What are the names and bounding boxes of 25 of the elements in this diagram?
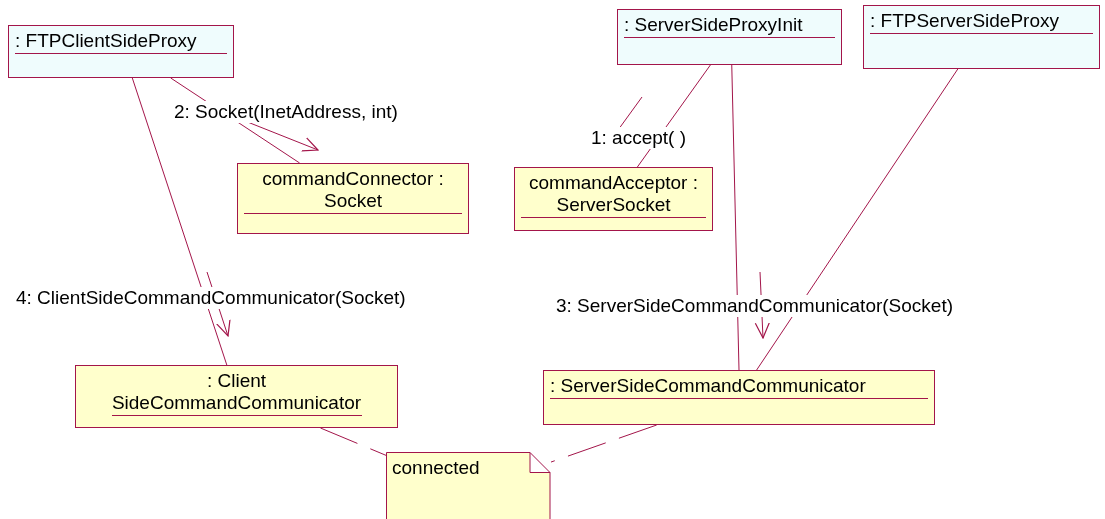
object-box [237,163,469,234]
note-text: connected [392,457,480,479]
note-link [320,427,387,456]
object-box [8,25,234,78]
object-name: : Client SideCommandCommunicator [111,370,362,416]
object-name: : ServerSideCommandCommunicator [550,375,928,399]
object-box [514,167,713,231]
object-name: : FTPServerSideProxy [870,10,1093,34]
note-link [550,424,658,463]
message-label: 1: accept( ) [590,127,688,149]
message-label: 2: Socket(InetAddress, int) [173,101,399,123]
object-box [863,5,1100,69]
object-box [617,9,842,65]
object-box [543,370,935,425]
link-line [731,64,740,371]
link-line [756,68,959,371]
message-label: 3: ServerSideCommandCommunicator(Socket) [555,295,955,317]
object-name: commandAcceptor : ServerSocket [521,172,706,218]
note [386,452,551,519]
message-label: 4: ClientSideCommandCommunicator(Socket) [15,287,407,309]
object-name: : FTPClientSideProxy [15,30,227,54]
object-name: : ServerSideProxyInit [624,14,835,38]
object-name: commandConnector : Socket [244,168,462,214]
object-box [75,365,398,428]
link-line [131,77,228,366]
